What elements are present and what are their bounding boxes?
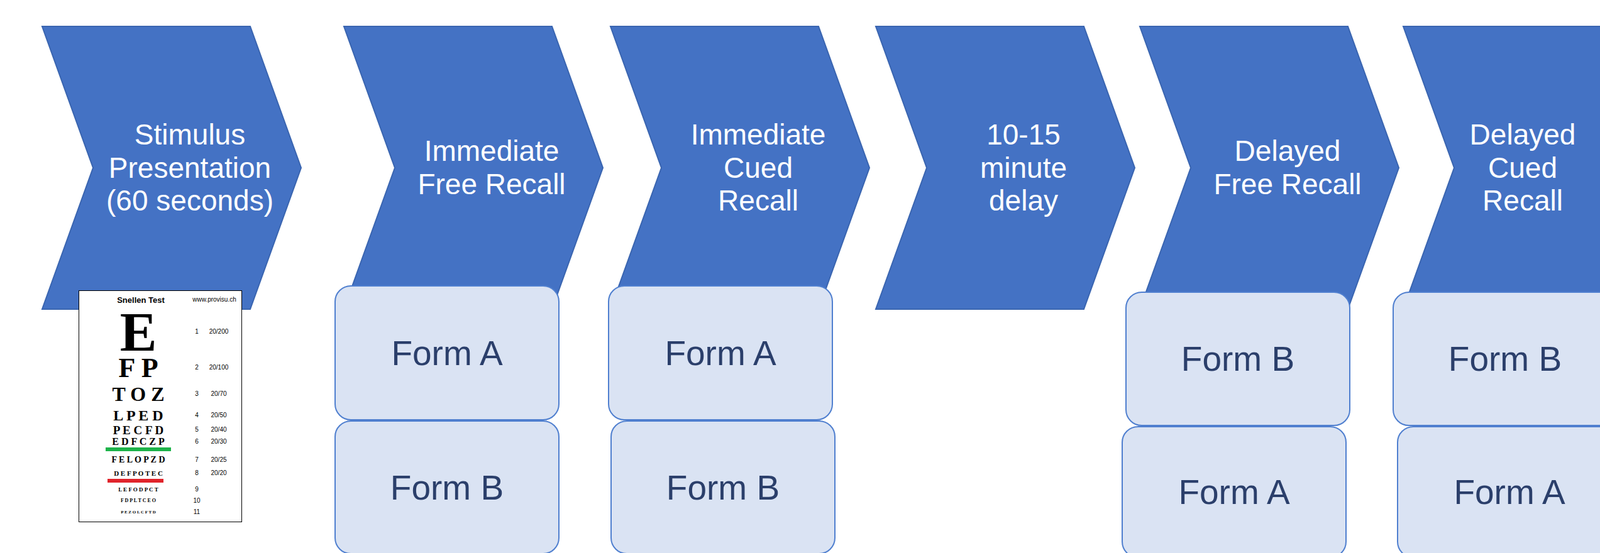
chart-note: 9 [194, 486, 199, 493]
step-label: 10-15 minute delay [973, 118, 1074, 219]
step-label: Immediate Free Recall [409, 134, 574, 202]
chevron-outline [875, 26, 1135, 310]
chart-letters: D E F P O T E C [113, 470, 163, 478]
step-label: Delayed Free Recall [1205, 134, 1370, 202]
form-box: Form A [1396, 426, 1600, 553]
chevron-label-area: Stimulus Presentation (60 seconds) [98, 26, 282, 310]
chart-note: 2 [194, 364, 199, 371]
chevron-label-area: 10-15 minute delay [973, 26, 1074, 310]
form-label: Form A [391, 333, 503, 374]
chart-letters: P E C F D [113, 424, 165, 437]
form-label: Form B [1448, 338, 1562, 380]
chevron-outline [343, 26, 603, 310]
form-label: Form B [666, 467, 780, 508]
chart-note: 20/20 [210, 470, 227, 477]
chart-note: 20/200 [209, 328, 229, 336]
chart-note: 8 [194, 470, 199, 477]
chevron-outline [610, 26, 870, 310]
chart-note: 5 [194, 426, 199, 434]
form-label: Form A [664, 333, 776, 374]
step-label: Immediate Cued Recall [684, 118, 833, 219]
form-label: Form A [1453, 472, 1565, 513]
chevron-label-area: Delayed Cued Recall [1449, 26, 1597, 310]
snellen-chart: Snellen Test www.provisu.chE 1 20/200 F P 2 20… [78, 290, 243, 523]
chevron-outline [1403, 26, 1600, 310]
chart-letters: P E Z O L C F T D [120, 510, 156, 515]
chart-note: 11 [193, 509, 200, 516]
chevron-outline [1139, 26, 1399, 310]
chart-note: 20/30 [210, 438, 227, 446]
chart-letters: E [120, 304, 158, 361]
chart-note: 20/100 [209, 364, 229, 371]
form-box: Form B [610, 420, 836, 553]
form-box: Form B [1125, 291, 1351, 427]
chart-letters: L E F O D P C T [118, 487, 158, 493]
form-box: Form B [1392, 291, 1600, 427]
chart-letters: F P [118, 354, 158, 383]
step-label: Stimulus Presentation (60 seconds) [98, 118, 282, 219]
chart-note: 20/40 [210, 426, 227, 434]
step-chevron: Stimulus Presentation (60 seconds) [42, 26, 302, 310]
step-chevron: 10-15 minute delay [875, 26, 1135, 310]
chart-title: Snellen Test [116, 296, 165, 305]
step-chevron: Immediate Free Recall [343, 26, 603, 310]
form-box: Form A [1121, 426, 1347, 553]
chart-note: 20/50 [210, 412, 227, 419]
step-chevron: Delayed Free Recall [1139, 26, 1399, 310]
step-label: Delayed Cued Recall [1449, 118, 1597, 219]
chart-note: 6 [194, 438, 199, 446]
step-chevron: Delayed Cued Recall [1403, 26, 1600, 310]
chart-letters: L P E D [113, 408, 163, 424]
form-box: Form A [607, 285, 834, 421]
chart-note: 7 [194, 457, 199, 464]
green-bar [105, 447, 172, 452]
chart-bars [79, 291, 243, 524]
chart-letters: F E L O P Z D [111, 455, 165, 465]
chart-note: 1 [194, 328, 199, 336]
chart-note: 20/70 [210, 391, 227, 398]
form-box: Form B [334, 420, 560, 553]
step-chevron: Immediate Cued Recall [610, 26, 870, 310]
chevron-label-area: Immediate Free Recall [409, 26, 574, 310]
chart-note: 20/25 [210, 457, 227, 464]
red-bar [107, 479, 164, 483]
chart-letters: E D F C Z P [111, 436, 165, 447]
chart-note: www.provisu.ch [192, 296, 236, 304]
chevron-outline [42, 26, 302, 310]
chevron-label-area: Immediate Cued Recall [684, 26, 833, 310]
chevron-label-area: Delayed Free Recall [1205, 26, 1370, 310]
chart-letters: T O Z [112, 384, 165, 405]
chart-note: 4 [194, 412, 199, 419]
form-label: Form B [1181, 338, 1295, 380]
form-box: Form A [334, 285, 560, 421]
form-label: Form A [1178, 472, 1290, 513]
chart-letters: F D P L T C E O [120, 498, 156, 504]
chart-note: 3 [194, 391, 199, 398]
form-label: Form B [390, 467, 504, 508]
chart-note: 10 [193, 497, 200, 505]
